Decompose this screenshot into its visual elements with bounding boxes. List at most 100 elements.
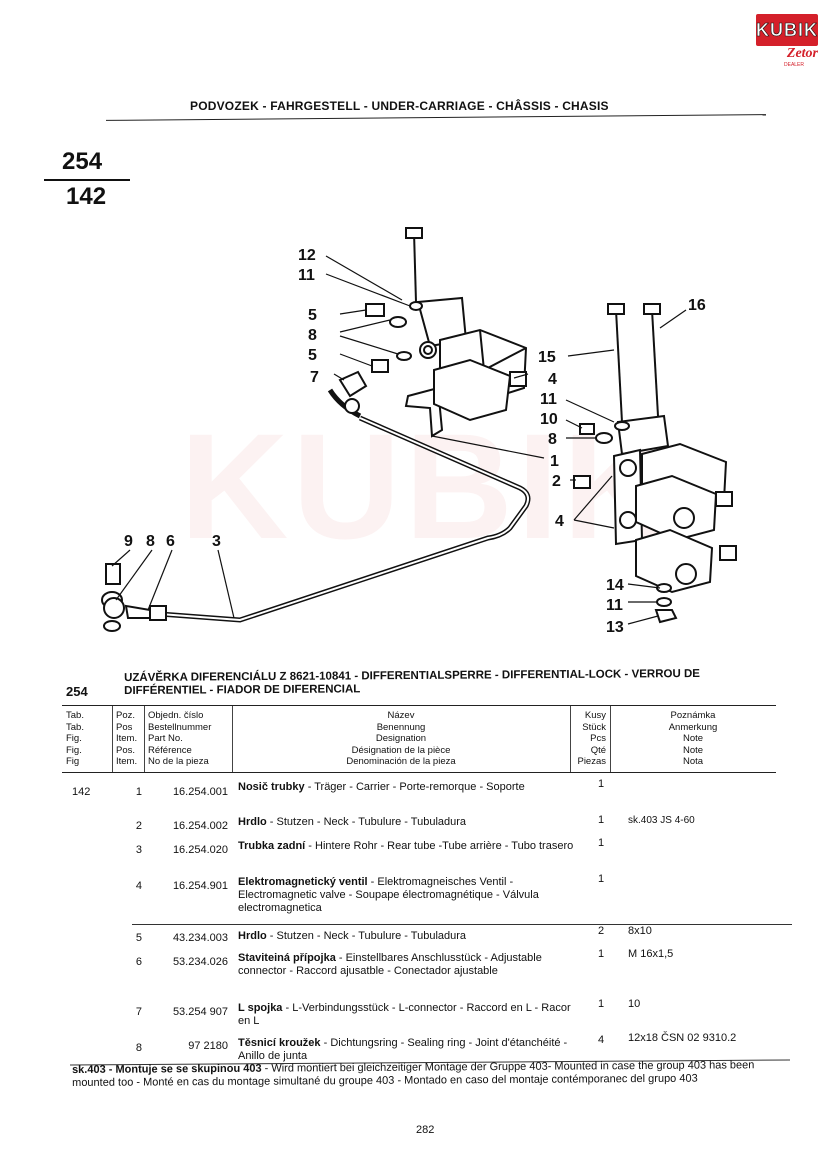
header-part-line: Objedn. číslo [148,710,204,721]
row-name-cz: Staviteiná přípojka [238,952,336,964]
row-part-number: 16.254.001 [172,786,228,798]
header-qty-line: Kusy [584,710,606,721]
header-part: Objedn. číslo Bestellnummer Part No. Réf… [148,710,211,768]
row-qty: 1 [598,814,605,826]
row-pos: 5 [135,932,142,944]
header-name-line: Désignation de la pièce [351,744,451,756]
header-part-line: No de la pieza [148,756,209,767]
header-qty-line: Pcs [590,733,606,744]
header-pos-line: Pos [116,721,133,733]
logo-brand: KUBIK [756,20,818,41]
row-tab: 142 [72,786,91,798]
tab-number-bottom: 142 [66,183,107,210]
row-name-rest: - Einstellbares Anschlusstück - Adjustab… [238,952,542,977]
row-pos: 7 [135,1006,142,1018]
row-part-number: 16.254.020 [172,844,228,856]
footnote: sk.403 - Montuje se se skupinou 403 - Wi… [72,1059,790,1090]
tab-number-top: 254 [62,148,103,175]
header-part-line: Part No. [148,733,183,744]
row-qty: 1 [598,778,605,790]
row-name-cz: L spojka [238,1002,283,1014]
row-pos: 6 [135,956,142,968]
row-note: 8x10 [628,925,652,937]
callout-11b: 11 [540,391,557,408]
callout-5b: 5 [308,347,317,364]
callout-3: 3 [212,533,221,550]
row-name: Trubka zadní - Hintere Rohr - Rear tube … [238,840,578,853]
header-part-line: Bestellnummer [148,721,212,733]
row-part-number: 53.234.026 [172,956,228,968]
callout-5: 5 [308,307,317,324]
header-part-line: Référence [148,744,192,756]
callout-16: 16 [688,297,706,314]
row-note: 10 [628,998,641,1010]
header-tab-line: Tab. [66,721,84,733]
row-name: Hrdlo - Stutzen - Neck - Tubulure - Tubu… [238,816,578,829]
row-note: sk.403 JS 4-60 [628,815,695,826]
callout-6: 6 [166,533,175,550]
row-name-rest: - Dichtungsring - Sealing ring - Joint d… [238,1037,568,1062]
row-name: Staviteiná přípojka - Einstellbares Ansc… [238,952,578,978]
logo-badge [756,14,818,46]
row-name-cz: Nosič trubky [238,781,305,793]
row-name-cz: Trubka zadní [238,840,306,852]
row-name-rest: - Elektromagneisches Ventil - Electromag… [238,876,539,914]
header-tab-line: Fig. [66,733,82,744]
callout-1: 1 [550,453,559,470]
row-note: 12x18 ČSN 02 9310.2 [628,1032,737,1044]
header-note-line: Note [682,744,704,756]
page-header-title: PODVOZEK - FAHRGESTELL - UNDER-CARRIAGE … [190,99,609,113]
row-part-number: 16.254.002 [172,820,228,832]
header-note-line: Poznámka [670,710,716,721]
header-pos: Poz. Pos Item. Pos. Item. [116,710,137,768]
header-pos-line: Pos. [116,744,136,756]
row-pos: 8 [135,1042,142,1054]
callout-11c: 11 [606,597,623,614]
header-name-line: Název [387,710,415,721]
header-tab-line: Fig. [66,744,82,756]
footnote-bold: sk.403 - Montuje se se skupinou 403 [72,1062,262,1076]
row-name-cz: Hrdlo [238,816,267,828]
page-number: 282 [416,1124,435,1136]
header-tab-line: Fig [66,756,80,767]
row-name-rest: - Träger - Carrier - Porte-remorque - So… [304,781,525,793]
row-pos: 3 [135,844,142,856]
header-qty-line: Qté [590,744,606,756]
callout-10: 10 [540,411,558,428]
row-qty: 1 [598,873,605,885]
header-tab: Tab. Tab. Fig. Fig. Fig [66,710,84,768]
row-divider [132,924,792,925]
row-part-number: 16.254.901 [172,880,228,892]
logo-sub: Zetor [786,46,818,61]
row-part-number: 97 2180 [188,1040,228,1052]
header-divider [106,114,766,121]
callout-8: 8 [308,327,317,344]
header-separator [144,706,145,772]
row-name: L spojka - L-Verbindungsstück - L-connec… [238,1002,578,1028]
callout-4: 4 [548,371,557,388]
header-qty-line: Stück [582,721,606,733]
callout-8b: 8 [548,431,557,448]
header-separator [112,706,113,772]
header-pos-line: Item. [116,733,138,744]
row-name: Elektromagnetický ventil - Elektromagnei… [238,876,578,915]
row-name: Těsnicí kroužek - Dichtungsring - Sealin… [238,1037,578,1063]
kubik-zetor-logo: KUBIK Zetor DEALER [756,14,818,70]
header-note-line: Note [682,733,704,744]
row-name-cz: Těsnicí kroužek [238,1037,321,1049]
row-qty: 1 [598,837,605,849]
callout-14: 14 [606,577,624,594]
section-title: UZÁVĚRKA DIFERENCIÁLU Z 8621-10841 - DIF… [124,667,700,697]
header-tab-line: Tab. [66,710,84,721]
tab-number-divider [44,179,130,181]
header-pos-line: Item. [116,756,138,767]
row-part-number: 43.234.003 [172,932,228,944]
row-name-rest: - Hintere Rohr - Rear tube -Tube arrière… [305,840,574,852]
row-qty: 2 [598,925,605,937]
header-pos-line: Poz. [116,710,136,721]
header-qty: Kusy Stück Pcs Qté Piezas [570,710,606,768]
row-name-rest: - L-Verbindungsstück - L-connector - Rac… [238,1002,571,1027]
row-qty: 1 [598,998,605,1010]
row-name-cz: Elektromagnetický ventil [238,876,368,888]
row-part-number: 53.254 907 [172,1006,228,1018]
